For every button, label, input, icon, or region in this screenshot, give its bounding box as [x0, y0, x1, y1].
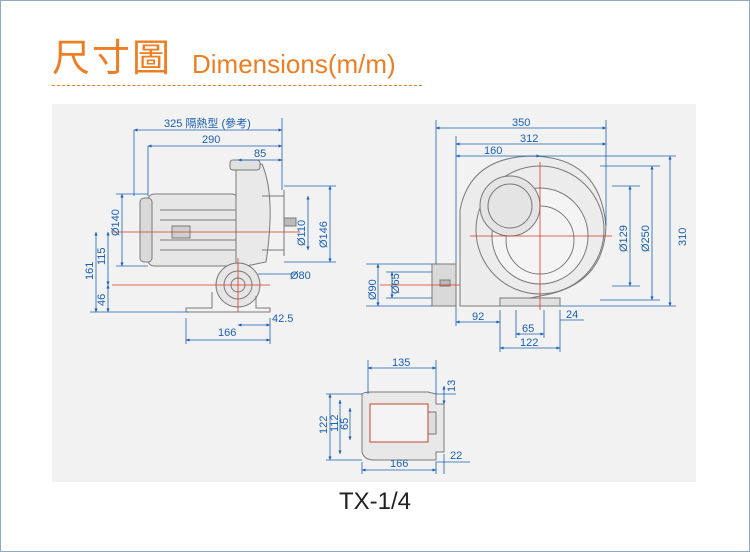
dim-65-base: 65	[339, 418, 351, 430]
motor-endcap	[139, 197, 153, 263]
title-underline	[52, 85, 422, 86]
dim-166: 166	[218, 327, 236, 339]
label-plate	[439, 279, 451, 287]
dim-24: 24	[566, 309, 578, 321]
dim-250: Ø250	[640, 225, 652, 252]
dim-310: 310	[677, 228, 689, 246]
dim-115: 115	[96, 247, 108, 265]
title-chinese: 尺寸圖	[52, 36, 173, 80]
motor-body	[147, 193, 239, 267]
dim-65b: 65	[522, 323, 534, 335]
inlet-circle	[479, 175, 541, 237]
model-number: TX-1/4	[338, 488, 412, 515]
dim-290: 290	[202, 134, 220, 146]
dim-65: Ø65	[390, 273, 402, 294]
dim-166-base: 166	[390, 458, 408, 470]
dim-140: Ø140	[110, 209, 122, 236]
base-view	[361, 391, 445, 461]
dim-13: 13	[446, 380, 458, 392]
base-foot	[185, 292, 271, 313]
dim-135: 135	[392, 357, 410, 369]
dim-92: 92	[472, 311, 484, 323]
blower-housing	[235, 163, 271, 269]
dim-110: Ø110	[296, 220, 308, 246]
dim-85: 85	[254, 148, 266, 160]
dim-129: Ø129	[618, 225, 630, 252]
dim-122: 122	[520, 337, 538, 349]
dim-122-base: 122	[318, 416, 330, 434]
dim-350: 350	[512, 117, 530, 129]
label-plate	[283, 217, 297, 227]
dim-22: 22	[450, 450, 462, 462]
front-view	[431, 155, 607, 310]
dim-112: 112	[329, 414, 341, 432]
title-english: Dimensions(m/m)	[192, 49, 396, 79]
dim-80: Ø80	[290, 270, 311, 282]
dim-160: 160	[484, 145, 502, 157]
dim-161: 161	[84, 262, 96, 280]
base-plate	[499, 297, 561, 307]
dim-90: Ø90	[367, 279, 379, 300]
side-view	[139, 159, 297, 313]
dim-146: Ø146	[318, 221, 330, 248]
dim-312: 312	[520, 133, 538, 145]
dim-325: 325 隔熱型 (參考)	[164, 116, 251, 130]
dim-42-5: 42.5	[272, 313, 293, 325]
dim-46: 46	[96, 294, 108, 306]
